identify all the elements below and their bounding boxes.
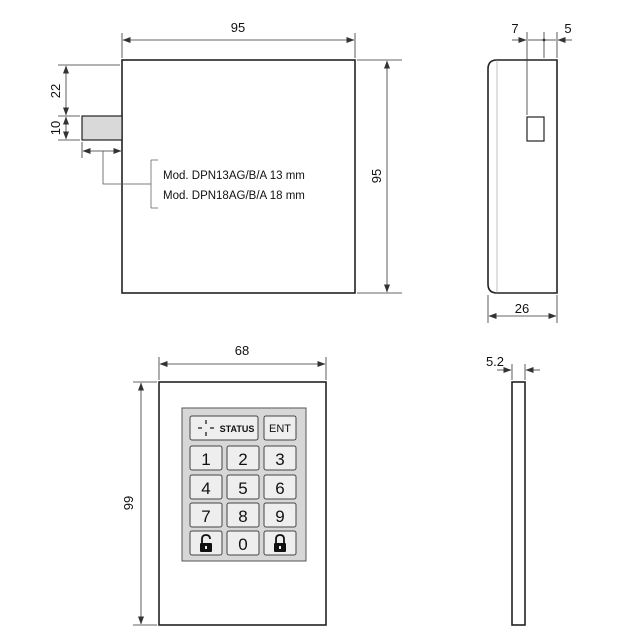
front-width-dimension: 95	[121, 20, 356, 58]
profile-thickness-dimension: 5.2	[486, 354, 540, 380]
front-width-label: 95	[231, 20, 245, 35]
digit-key-label: 0	[238, 535, 247, 554]
profile-view: 5.2	[486, 354, 540, 626]
latch-bolt	[81, 115, 123, 141]
side-view: 7 5 26	[487, 21, 572, 323]
profile-body	[511, 381, 526, 626]
lock-key[interactable]	[263, 530, 297, 556]
locked-padlock-icon	[274, 534, 286, 552]
model-note-13mm: Mod. DPN13AG/B/A 13 mm	[163, 170, 305, 182]
digit-key-8[interactable]: 8	[226, 502, 260, 528]
digit-key-label: 2	[238, 450, 247, 469]
front-body	[121, 59, 356, 294]
model-note-18mm: Mod. DPN18AG/B/A 18 mm	[163, 190, 305, 202]
digit-key-5[interactable]: 5	[226, 474, 260, 500]
latch-position-dimension: 22 10	[48, 64, 120, 141]
latch-offset-label: 22	[48, 84, 63, 98]
status-key[interactable]: STATUS	[189, 415, 259, 441]
digit-key-6[interactable]: 6	[263, 474, 297, 500]
status-key-label: STATUS	[220, 424, 255, 434]
digit-key-0[interactable]: 0	[226, 530, 260, 556]
front-height-label: 95	[369, 169, 384, 183]
digit-key-label: 7	[201, 507, 210, 526]
side-latch-window	[526, 116, 545, 142]
digit-key-label: 4	[201, 479, 210, 498]
unlock-key[interactable]	[189, 530, 223, 556]
digit-key-label: 3	[275, 450, 284, 469]
keypad-height-dimension: 99	[121, 381, 157, 626]
status-indicator-icon	[198, 420, 214, 436]
digit-key-label: 8	[238, 507, 247, 526]
unlocked-padlock-icon	[200, 534, 212, 552]
side-gap-dimensions: 7 5	[511, 21, 572, 115]
latch-projection-dimension: Mod. DPN13AG/B/A 13 mm Mod. DPN18AG/B/A …	[81, 142, 305, 209]
profile-thickness-label: 5.2	[486, 354, 504, 369]
digit-key-4[interactable]: 4	[189, 474, 223, 500]
digit-key-1[interactable]: 1	[189, 445, 223, 471]
digit-key-7[interactable]: 7	[189, 502, 223, 528]
front-height-dimension: 95	[357, 59, 402, 294]
side-depth-dimension: 26	[487, 295, 558, 323]
digit-key-label: 1	[201, 450, 210, 469]
keypad-view: 68 99 STATUS ENT	[121, 343, 327, 626]
keypad-width-dimension: 68	[158, 343, 327, 380]
digit-key-label: 9	[275, 507, 284, 526]
keypad-height-label: 99	[121, 496, 136, 510]
enter-key-label: ENT	[269, 423, 291, 435]
digit-key-2[interactable]: 2	[226, 445, 260, 471]
digit-key-9[interactable]: 9	[263, 502, 297, 528]
keypad-width-label: 68	[235, 343, 249, 358]
side-depth-label: 26	[515, 301, 529, 316]
digit-key-3[interactable]: 3	[263, 445, 297, 471]
digit-key-label: 5	[238, 479, 247, 498]
side-left-gap-label: 7	[511, 21, 518, 36]
latch-height-label: 10	[48, 121, 63, 135]
side-right-gap-label: 5	[564, 21, 571, 36]
enter-key[interactable]: ENT	[263, 415, 297, 441]
front-view: 95 95 22 10 Mod. DPN13AG/B/A 1	[48, 20, 402, 294]
digit-key-label: 6	[275, 479, 284, 498]
side-body	[487, 59, 558, 294]
